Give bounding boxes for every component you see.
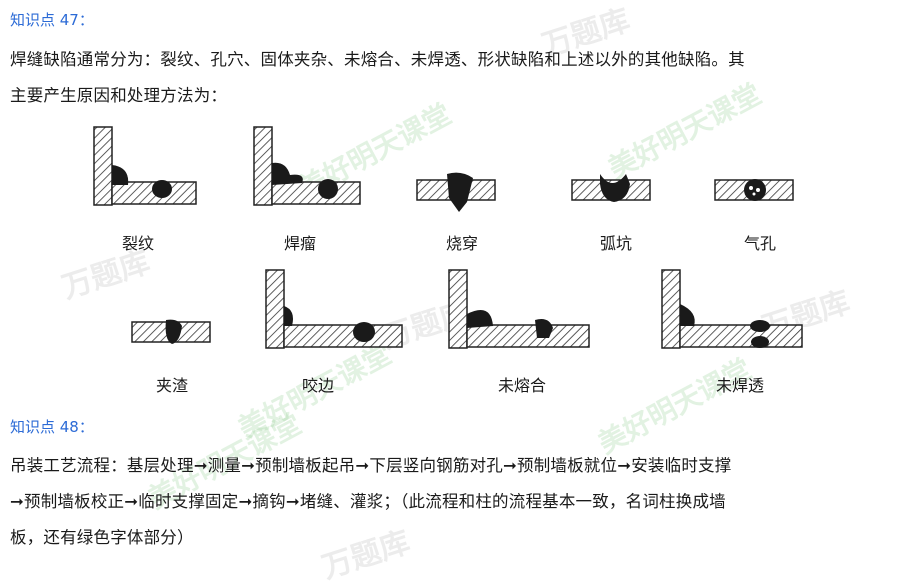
section-heading: 知识点 47： — [10, 11, 94, 29]
weld-defect-undercut-figure — [265, 269, 403, 349]
watermark-slogan: 美好明天课堂 — [592, 352, 757, 461]
weld-defect-lack-of-fusion-figure — [448, 269, 590, 349]
paragraph-line: 吊装工艺流程：基层处理➞测量➞预制墙板起吊➞下层竖向钢筋对孔➞预制墙板就位➞安装… — [10, 456, 732, 475]
figure-caption: 烧穿 — [445, 234, 478, 253]
paragraph-line: 主要产生原因和处理方法为： — [10, 86, 228, 105]
figure-caption: 未焊透 — [715, 376, 764, 395]
figure-caption: 夹渣 — [155, 376, 188, 395]
paragraph: 焊缝缺陷通常分为：裂纹、孔穴、固体夹杂、未熔合、未焊透、形状缺陷和上述以外的其他… — [10, 42, 890, 114]
paragraph-line: 板，还有绿色字体部分） — [10, 528, 194, 547]
figure-caption: 未熔合 — [497, 376, 546, 395]
section-heading: 知识点 48： — [10, 418, 94, 436]
paragraph-line: ➞预制墙板校正➞临时支撑固定➞摘钩➞堵缝、灌浆；（此流程和柱的流程基本一致，名词… — [10, 492, 726, 511]
weld-defect-porosity-figure — [714, 179, 794, 201]
figure-caption: 气孔 — [743, 234, 776, 253]
figure-caption: 焊瘤 — [283, 234, 316, 253]
weld-defect-incomplete-penetration-figure — [661, 269, 803, 349]
figure-caption: 裂纹 — [121, 234, 154, 253]
weld-defect-burn-through-figure — [416, 172, 496, 212]
weld-defect-crater-figure — [571, 174, 651, 202]
figure-caption: 咬边 — [301, 376, 334, 395]
figure-caption: 弧坑 — [599, 234, 632, 253]
paragraph: 吊装工艺流程：基层处理➞测量➞预制墙板起吊➞下层竖向钢筋对孔➞预制墙板就位➞安装… — [10, 448, 890, 556]
weld-defect-overlap-figure — [253, 126, 361, 206]
paragraph-line: 焊缝缺陷通常分为：裂纹、孔穴、固体夹杂、未熔合、未焊透、形状缺陷和上述以外的其他… — [10, 50, 745, 69]
weld-defect-slag-inclusion-figure — [131, 319, 211, 344]
weld-defect-crack-figure — [93, 126, 197, 206]
